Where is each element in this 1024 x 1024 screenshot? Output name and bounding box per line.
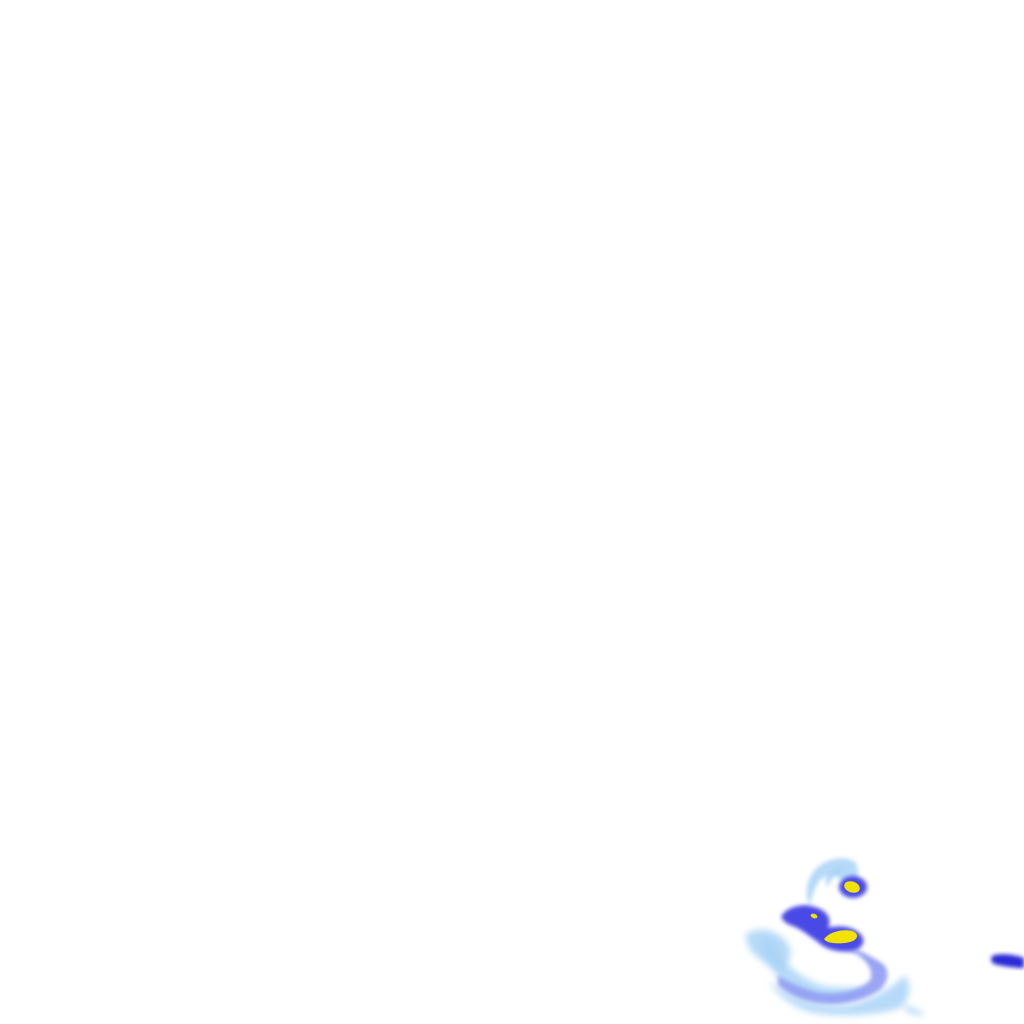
- precip-cell-east-edge: [991, 954, 1024, 968]
- precip-cell-center-peak-small: [810, 913, 818, 919]
- precip-cell-north-peak: [844, 881, 860, 893]
- precip-cell-southern-arc: [778, 950, 888, 1004]
- precip-cell-center-band: [781, 905, 864, 952]
- precip-cell-center-peak-large: [824, 930, 858, 944]
